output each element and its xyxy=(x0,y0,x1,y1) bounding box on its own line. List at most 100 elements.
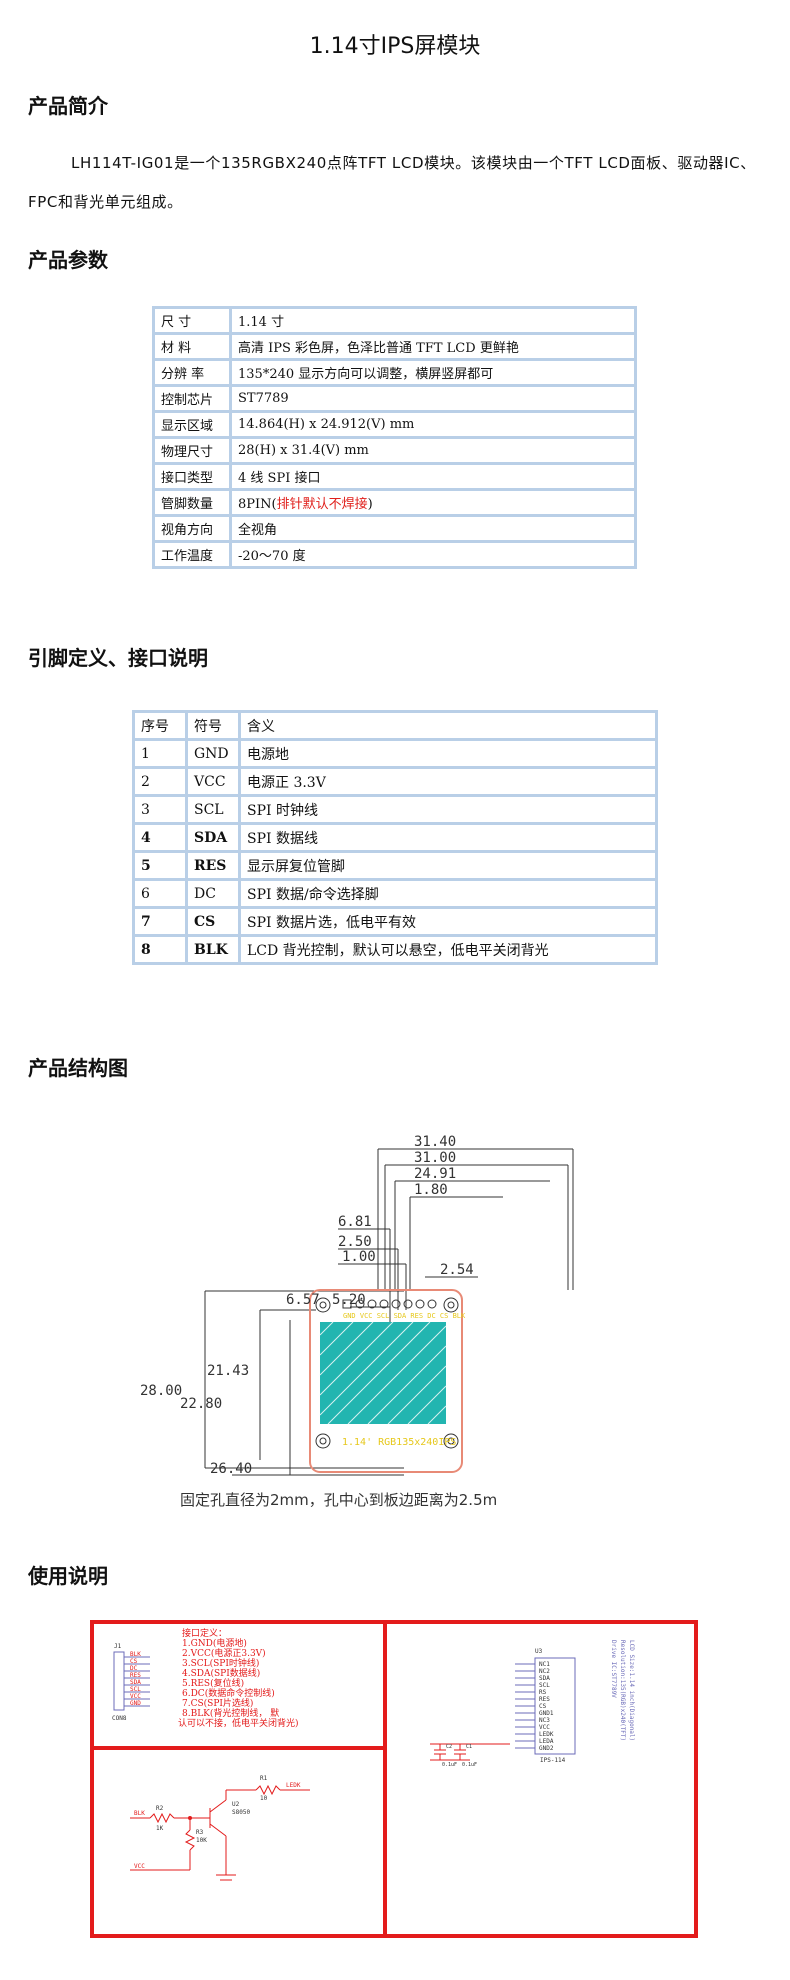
param-key: 工作温度 xyxy=(152,540,232,569)
conn-pin-label: DC xyxy=(130,1665,138,1672)
params-row: 物理尺寸 28(H) x 31.4(V) mm xyxy=(152,436,637,465)
ic-pin-label: CS xyxy=(539,1703,547,1710)
schematic-note-line: 3.SCL(SPI时钟线) xyxy=(182,1657,259,1669)
dim-2-54: 2.54 xyxy=(440,1262,474,1278)
schematic-note-line: 4.SDA(SPI数据线) xyxy=(182,1667,260,1679)
param-value: 8PIN(排针默认不焊接) xyxy=(229,488,637,517)
structure-caption: 固定孔直径为2mm，孔中心到板边距离为2.5m xyxy=(180,1491,497,1509)
ic-pin-label: GND2 xyxy=(539,1745,554,1752)
ic-pin-label: RES xyxy=(539,1696,550,1703)
param-key: 物理尺寸 xyxy=(152,436,232,465)
dim-21-43: 21.43 xyxy=(207,1363,249,1379)
params-row: 工作温度-20～70 度 xyxy=(152,540,637,569)
param-key: 接口类型 xyxy=(152,462,232,491)
dim-1-80: 1.80 xyxy=(414,1182,448,1198)
pin-number: 6 xyxy=(132,878,188,909)
c2-ref: C2 xyxy=(446,1744,452,1750)
param-value-note: 排针默认不焊接 xyxy=(276,497,368,512)
r2-ref: R2 xyxy=(156,1805,164,1812)
param-value: -20～70 度 xyxy=(229,540,637,569)
conn-pin-label: SDA xyxy=(130,1679,141,1686)
ic-note-line: Resolution:135(RGB)x240(TFT) xyxy=(619,1640,626,1741)
section-usage: 使用说明 xyxy=(28,1564,108,1588)
param-key: 视角方向 xyxy=(152,514,232,543)
ic-ref: U3 xyxy=(535,1648,543,1655)
ic-name: IPS-114 xyxy=(540,1757,566,1764)
dim-1-00: 1.00 xyxy=(342,1249,376,1265)
pin-symbol: RES xyxy=(185,850,241,881)
param-value-text: 全视角 xyxy=(238,523,278,538)
net-ledk: LEDK xyxy=(286,1782,301,1789)
net-blk: BLK xyxy=(134,1810,145,1817)
dim-2-50: 2.50 xyxy=(338,1234,372,1250)
pin-symbol: DC xyxy=(185,878,241,909)
dim-26-40: 26.40 xyxy=(210,1461,252,1477)
dim-24-91: 24.91 xyxy=(414,1166,456,1182)
param-value: 135*240 显示方向可以调整，横屏竖屏都可 xyxy=(229,358,637,387)
param-value-text: 14.864(H) x 24.912(V) mm xyxy=(238,417,415,432)
param-key: 分辨 率 xyxy=(152,358,232,387)
param-key: 显示区域 xyxy=(152,410,232,439)
pin-symbol: GND xyxy=(185,738,241,769)
r3-value: 10K xyxy=(196,1837,207,1844)
intro-paragraph: LH114T-IG01是一个135RGBX240点阵TFT LCD模块。该模块由… xyxy=(28,154,756,211)
page-title: 1.14寸IPS屏模块 xyxy=(309,34,481,59)
param-value-text: 4 线 SPI 接口 xyxy=(238,471,321,486)
pin-number: 7 xyxy=(132,906,188,937)
params-row: 分辨 率 135*240 显示方向可以调整，横屏竖屏都可 xyxy=(152,358,637,387)
schematic-note-line: 2.VCC(电源正3.3V) xyxy=(182,1647,266,1659)
net-vcc: VCC xyxy=(134,1863,145,1870)
c1-ref: C1 xyxy=(466,1744,472,1750)
param-value: 14.864(H) x 24.912(V) mm xyxy=(229,410,637,439)
schematic-note-line: 接口定义： xyxy=(182,1627,227,1639)
dim-22-80: 22.80 xyxy=(180,1396,222,1412)
r1-ref: R1 xyxy=(260,1775,268,1782)
ic-note-line: Drive IC:ST7789V xyxy=(610,1640,617,1698)
ic-pin-label: NC3 xyxy=(539,1717,550,1724)
pin-meaning: SPI 时钟线 xyxy=(238,794,658,825)
section-pins: 引脚定义、接口说明 xyxy=(28,646,208,670)
dim-6-57: 6.57 xyxy=(286,1292,320,1308)
param-value-text: 1.14 寸 xyxy=(238,315,285,330)
ic-pin-label: SCL xyxy=(539,1682,550,1689)
section-params: 产品参数 xyxy=(28,248,108,272)
pin-number: 8 xyxy=(132,934,188,965)
section-intro: 产品简介 xyxy=(28,94,108,118)
u2-ref: U2 xyxy=(232,1801,240,1808)
pins-header-cell: 符号 xyxy=(185,710,241,741)
params-row: 材 料高清 IPS 彩色屏，色泽比普通 TFT LCD 更鲜艳 xyxy=(152,332,637,361)
pin-symbol: BLK xyxy=(185,934,241,965)
dim-6-81: 6.81 xyxy=(338,1214,372,1230)
ic-pin-label: GND1 xyxy=(539,1710,554,1717)
r1-value: 10 xyxy=(260,1795,268,1802)
conn-pin-label: VCC xyxy=(130,1693,141,1700)
param-value-text: 高清 IPS 彩色屏，色泽比普通 TFT LCD 更鲜艳 xyxy=(238,341,519,356)
param-value-text: 28(H) x 31.4(V) mm xyxy=(238,443,369,458)
param-key: 控制芯片 xyxy=(152,384,232,413)
pin-meaning: LCD 背光控制，默认可以悬空，低电平关闭背光 xyxy=(238,934,658,965)
pins-header-row: 序号符号含义 xyxy=(132,710,658,741)
schematic-note-line: 8.BLK(背光控制线， 默 xyxy=(182,1707,279,1719)
ic-pin-label: NC2 xyxy=(539,1668,550,1675)
pcb-pin-labels: GND VCC SCL SDA RES DC CS BLK xyxy=(343,1312,466,1320)
ic-pin-label: SDA xyxy=(539,1675,550,1682)
pin-number: 2 xyxy=(132,766,188,797)
param-value: 高清 IPS 彩色屏，色泽比普通 TFT LCD 更鲜艳 xyxy=(229,332,637,361)
section-structure: 产品结构图 xyxy=(28,1056,128,1080)
ic-pin-label: LEDK xyxy=(539,1731,554,1738)
pin-symbol: SCL xyxy=(185,794,241,825)
param-value-text: 8PIN( xyxy=(238,497,277,512)
param-value-text: 135*240 显示方向可以调整，横屏竖屏都可 xyxy=(238,367,494,382)
c2-value: 0.1uF xyxy=(442,1762,457,1768)
pcb-model-label: 1.14' RGB135x240IPS xyxy=(342,1437,456,1448)
r2-value: 1K xyxy=(156,1825,164,1832)
pin-meaning: 电源正 3.3V xyxy=(238,766,658,797)
schematic-note-line: 1.GND(电源地) xyxy=(182,1637,247,1649)
ic-pin-label: NC1 xyxy=(539,1661,550,1668)
